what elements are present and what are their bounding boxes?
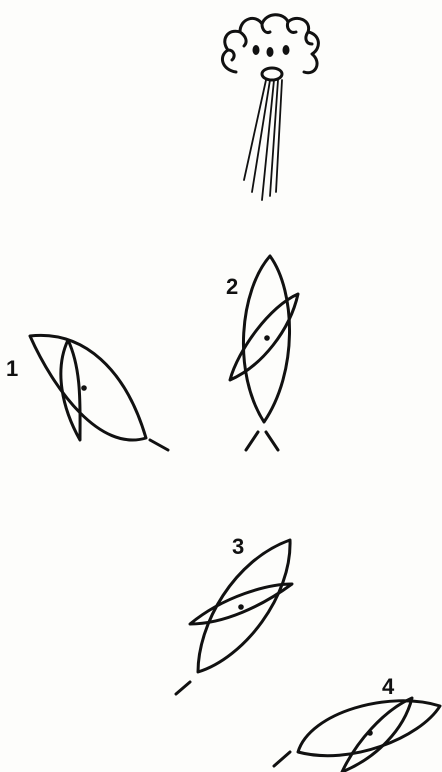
left-eye: [253, 45, 260, 55]
step-2-legs: [246, 432, 278, 450]
step-1-tail: [150, 440, 168, 450]
step-4-outer-leaf: [298, 701, 440, 756]
step-1-inner-blade: [61, 340, 80, 440]
step-3-pivot-dot: [238, 604, 244, 610]
step-2-pivot-dot: [264, 335, 270, 341]
step-3-inner-blade: [190, 584, 292, 624]
step-3-figure: 3: [176, 534, 292, 694]
head-figure: [222, 15, 318, 200]
stream-lines: [244, 80, 282, 200]
step-1-outer-leaf: [30, 335, 146, 440]
step-2-figure: 2: [226, 256, 298, 450]
middle-eye: [267, 47, 274, 57]
step-4-figure: 4: [274, 674, 440, 772]
curly-hair: [222, 15, 318, 73]
step-3-tail: [176, 682, 190, 694]
step-3-outer-leaf: [198, 540, 290, 672]
step-1-pivot-dot: [81, 385, 87, 391]
step-2-number: 2: [226, 274, 238, 299]
step-4-tail: [274, 752, 290, 766]
step-1-figure: 1: [6, 335, 168, 450]
step-4-number: 4: [382, 674, 395, 699]
step-4-pivot-dot: [367, 730, 373, 736]
mouth: [262, 68, 282, 80]
right-eye: [283, 45, 290, 55]
step-3-number: 3: [232, 534, 244, 559]
step-1-number: 1: [6, 356, 18, 381]
